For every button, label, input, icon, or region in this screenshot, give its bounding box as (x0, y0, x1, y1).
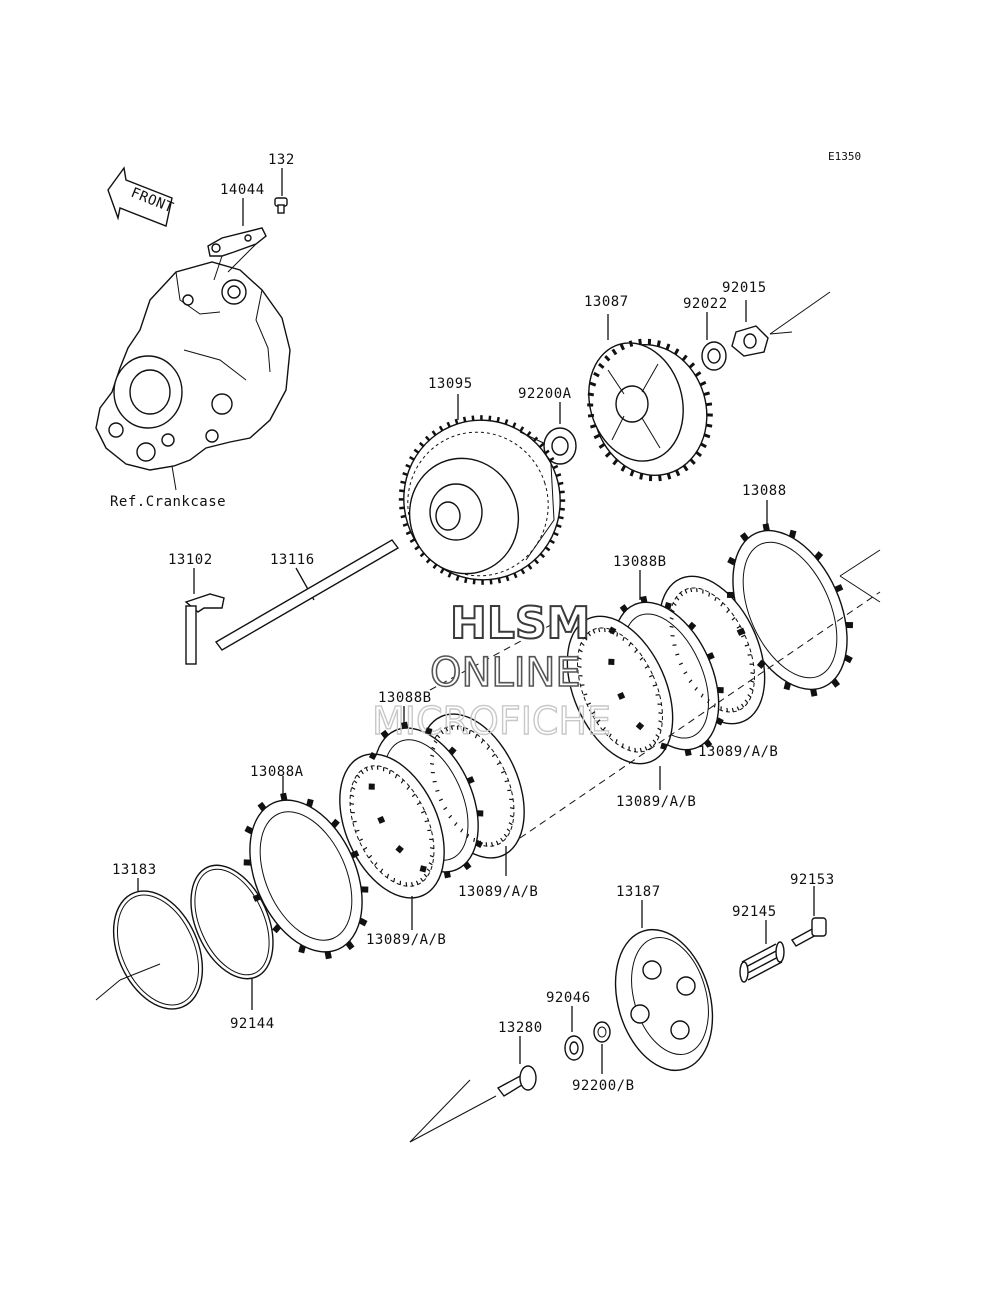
axis-line-upper (429, 619, 561, 691)
part-label-13095: 13095 (428, 376, 473, 392)
part-label-13088B-top: 13088B (613, 554, 667, 570)
part-label-92153: 92153 (790, 872, 835, 888)
front-arrow-icon: FRONT (107, 166, 176, 227)
part-label-13089-r1: 13089/A/B (698, 744, 778, 760)
ref-crankcase-label: Ref.Crankcase (110, 494, 226, 510)
bearing-92046-icon (564, 1006, 584, 1061)
plate-13089-r2-teeth (577, 628, 663, 752)
crankcase-illustration (95, 261, 291, 491)
plate-13088B-mid-tabs (368, 721, 484, 879)
part-label-92144: 92144 (230, 1016, 275, 1032)
part-label-13187: 13187 (616, 884, 661, 900)
washer-92200A-icon (543, 402, 577, 465)
watermark-line-1: HLSM (450, 598, 590, 649)
part-label-13116: 13116 (270, 552, 315, 568)
housing-gear-teeth (587, 338, 713, 482)
plate-13088A-tabs (243, 792, 369, 960)
diagram-code: E1350 (828, 150, 861, 163)
part-label-13088: 13088 (742, 483, 787, 499)
watermark-line-2: ONLINE (430, 650, 581, 696)
plate-13088B-top-tabs (608, 595, 724, 757)
part-label-13102: 13102 (168, 552, 213, 568)
ring-92144-icon (190, 864, 274, 1010)
watermark-line-3: MICROFICHE (372, 699, 611, 743)
watermark: HLSM ONLINE MICROFICHE (371, 597, 611, 744)
part-label-13089-r2: 13089/A/B (616, 794, 696, 810)
part-label-13089-l2: 13089/A/B (366, 932, 446, 948)
washer-92022-icon (701, 312, 727, 371)
pressure-plate-13187-icon (614, 900, 714, 1072)
part-label-92200A: 92200A (518, 386, 572, 402)
nut-92015-icon (731, 291, 831, 357)
part-label-14044: 14044 (220, 182, 265, 198)
part-label-92015: 92015 (722, 280, 767, 296)
plate-13088-tabs (726, 523, 854, 697)
part-label-13088B-mid: 13088B (378, 690, 432, 706)
washer-92200B-icon (593, 1021, 611, 1074)
part-label-92200B: 92200/B (572, 1078, 635, 1094)
lever-13102-icon (184, 568, 225, 665)
bolt-132-icon (274, 168, 288, 214)
plate-14044-icon (207, 198, 267, 281)
part-label-13089-l1: 13089/A/B (458, 884, 538, 900)
clutch-hub-13095-icon (403, 394, 561, 581)
part-label-92046: 92046 (546, 990, 591, 1006)
plate-13089-l1-teeth (429, 725, 515, 847)
part-label-13088A: 13088A (250, 764, 304, 780)
axis-line (519, 591, 881, 839)
part-label-92022: 92022 (683, 296, 728, 312)
part-label-13280: 13280 (498, 1020, 543, 1036)
spring-92145-icon (739, 920, 785, 983)
part-label-13087: 13087 (584, 294, 629, 310)
ring-13183-icon (95, 878, 204, 1010)
bolt-92153-icon (790, 886, 827, 947)
hub-gear-teeth (398, 415, 566, 585)
part-label-92145: 92145 (732, 904, 777, 920)
part-label-13183: 13183 (112, 862, 157, 878)
clutch-housing-13087-icon (588, 314, 708, 476)
pusher-13280-icon (409, 1036, 537, 1143)
part-label-132: 132 (268, 152, 295, 168)
plate-13089-l2-teeth (349, 765, 435, 887)
plate-13089-r1-teeth (669, 588, 755, 712)
push-rod-13116-icon (214, 539, 400, 651)
